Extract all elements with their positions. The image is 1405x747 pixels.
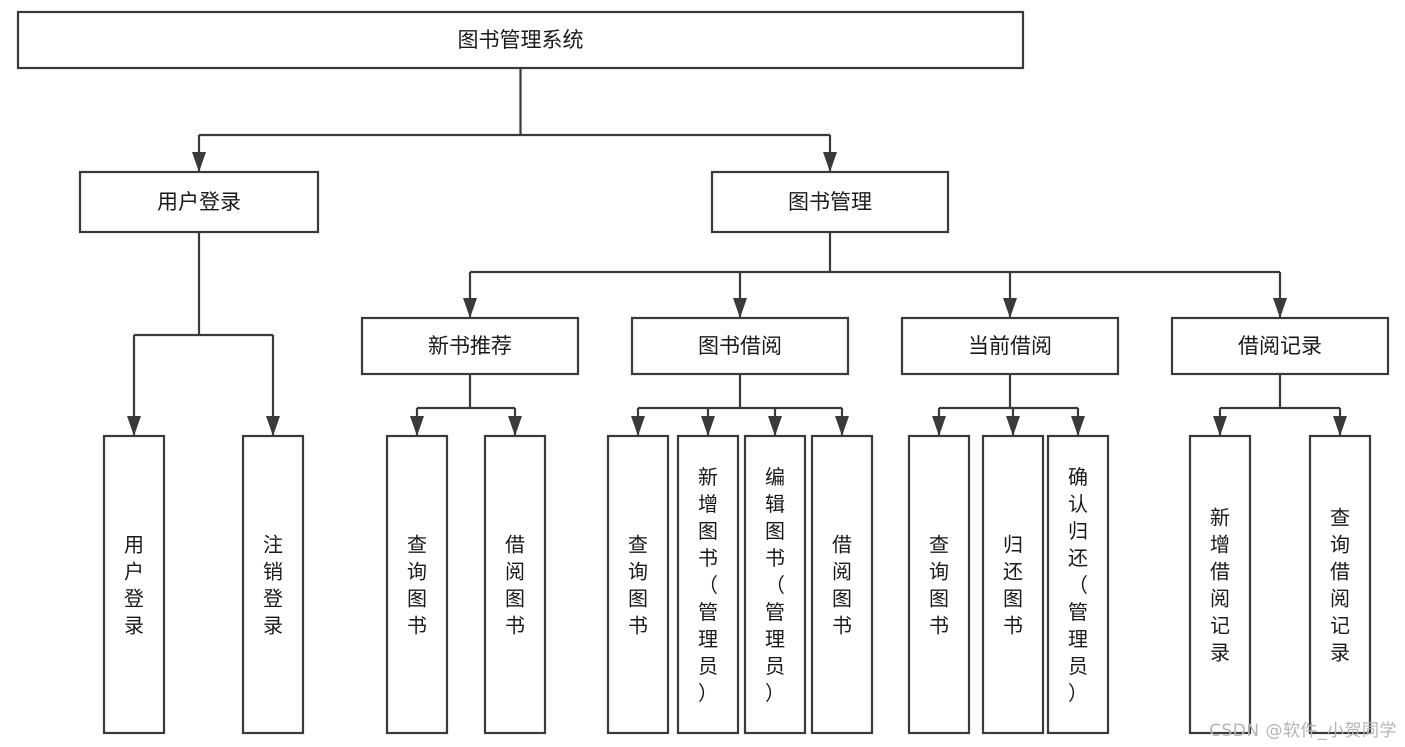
node-l-logout[interactable]: 注销登录 bbox=[241, 434, 305, 735]
node-label-newbook: 新书推荐 bbox=[428, 334, 512, 358]
node-l-add[interactable]: 新增图书（管理员） bbox=[676, 434, 740, 735]
arrow-head-icon-l-borrow2 bbox=[835, 416, 849, 436]
node-box-records bbox=[1170, 316, 1390, 376]
node-label-l-borrow1: 借阅图书 bbox=[505, 533, 525, 638]
node-box-current bbox=[900, 316, 1120, 376]
node-l-borrow1[interactable]: 借阅图书 bbox=[483, 434, 547, 735]
arrow-head-icon-l-queryrec bbox=[1333, 416, 1347, 436]
node-box-l-query1 bbox=[385, 434, 449, 735]
arrow-head-icon-newbook bbox=[463, 298, 477, 318]
arrow-head-icon-l-query1 bbox=[410, 416, 424, 436]
node-box-root bbox=[16, 10, 1025, 70]
node-box-l-query3 bbox=[907, 434, 971, 735]
node-root[interactable]: 图书管理系统 bbox=[16, 10, 1025, 70]
node-l-login[interactable]: 用户登录 bbox=[102, 434, 166, 735]
node-box-l-borrow2 bbox=[810, 434, 874, 735]
node-l-borrow2[interactable]: 借阅图书 bbox=[810, 434, 874, 735]
arrow-head-icon-login bbox=[192, 152, 206, 172]
arrow-head-icon-borrow bbox=[733, 298, 747, 318]
node-box-newbook bbox=[360, 316, 580, 376]
node-l-addrec[interactable]: 新增借阅记录 bbox=[1188, 434, 1252, 735]
node-box-l-addrec bbox=[1188, 434, 1252, 735]
arrow-head-icon-l-confirm bbox=[1071, 416, 1085, 436]
node-l-confirm[interactable]: 确认归还（管理员） bbox=[1046, 434, 1110, 735]
node-box-login bbox=[78, 170, 320, 234]
node-label-l-queryrec: 查询借阅记录 bbox=[1330, 506, 1350, 665]
arrow-head-icon-l-addrec bbox=[1213, 416, 1227, 436]
arrow-head-icon-l-query2 bbox=[631, 416, 645, 436]
node-label-borrow: 图书借阅 bbox=[698, 334, 782, 358]
node-box-l-return bbox=[981, 434, 1045, 735]
node-box-l-login bbox=[102, 434, 166, 735]
arrow-head-icon-l-edit bbox=[768, 416, 782, 436]
node-label-l-return: 归还图书 bbox=[1003, 533, 1023, 638]
node-label-l-query1: 查询图书 bbox=[407, 533, 427, 638]
node-label-l-borrow2: 借阅图书 bbox=[832, 533, 852, 638]
node-box-l-edit bbox=[743, 434, 807, 735]
node-current[interactable]: 当前借阅 bbox=[900, 316, 1120, 376]
node-label-login: 用户登录 bbox=[157, 190, 241, 214]
node-label-l-edit: 编辑图书（管理员） bbox=[765, 465, 785, 705]
node-label-l-query2: 查询图书 bbox=[628, 533, 648, 638]
node-l-return[interactable]: 归还图书 bbox=[981, 434, 1045, 735]
node-box-l-borrow1 bbox=[483, 434, 547, 735]
arrow-head-icon-l-add bbox=[701, 416, 715, 436]
arrow-head-icon-l-logout bbox=[266, 416, 280, 436]
node-box-borrow bbox=[630, 316, 850, 376]
node-label-current: 当前借阅 bbox=[968, 334, 1052, 358]
node-label-l-logout: 注销登录 bbox=[263, 533, 283, 638]
node-label-l-query3: 查询图书 bbox=[929, 533, 949, 638]
node-records[interactable]: 借阅记录 bbox=[1170, 316, 1390, 376]
watermark-label: CSDN @软件_小贺同学 bbox=[1209, 721, 1397, 741]
node-borrow[interactable]: 图书借阅 bbox=[630, 316, 850, 376]
node-box-bookmgmt bbox=[710, 170, 950, 234]
node-l-edit[interactable]: 编辑图书（管理员） bbox=[743, 434, 807, 735]
arrow-head-icon-l-login bbox=[127, 416, 141, 436]
node-label-l-confirm: 确认归还（管理员） bbox=[1068, 465, 1088, 705]
node-newbook[interactable]: 新书推荐 bbox=[360, 316, 580, 376]
node-label-bookmgmt: 图书管理 bbox=[788, 190, 872, 214]
node-box-l-query2 bbox=[606, 434, 670, 735]
node-login[interactable]: 用户登录 bbox=[78, 170, 320, 234]
node-bookmgmt[interactable]: 图书管理 bbox=[710, 170, 950, 234]
node-l-query3[interactable]: 查询图书 bbox=[907, 434, 971, 735]
node-l-query1[interactable]: 查询图书 bbox=[385, 434, 449, 735]
node-box-l-queryrec bbox=[1308, 434, 1372, 735]
arrow-head-icon-l-return bbox=[1006, 416, 1020, 436]
node-l-queryrec[interactable]: 查询借阅记录 bbox=[1308, 434, 1372, 735]
node-l-query2[interactable]: 查询图书 bbox=[606, 434, 670, 735]
node-label-l-add: 新增图书（管理员） bbox=[698, 465, 718, 705]
node-box-l-logout bbox=[241, 434, 305, 735]
node-label-records: 借阅记录 bbox=[1238, 334, 1322, 358]
node-box-l-confirm bbox=[1046, 434, 1110, 735]
arrow-head-icon-records bbox=[1273, 298, 1287, 318]
arrow-head-icon-bookmgmt bbox=[823, 152, 837, 172]
node-label-root: 图书管理系统 bbox=[458, 28, 584, 52]
node-box-l-add bbox=[676, 434, 740, 735]
node-label-l-login: 用户登录 bbox=[124, 533, 144, 638]
arrow-head-icon-l-borrow1 bbox=[508, 416, 522, 436]
arrow-head-icon-current bbox=[1003, 298, 1017, 318]
node-label-l-addrec: 新增借阅记录 bbox=[1210, 506, 1230, 665]
arrow-head-icon-l-query3 bbox=[932, 416, 946, 436]
